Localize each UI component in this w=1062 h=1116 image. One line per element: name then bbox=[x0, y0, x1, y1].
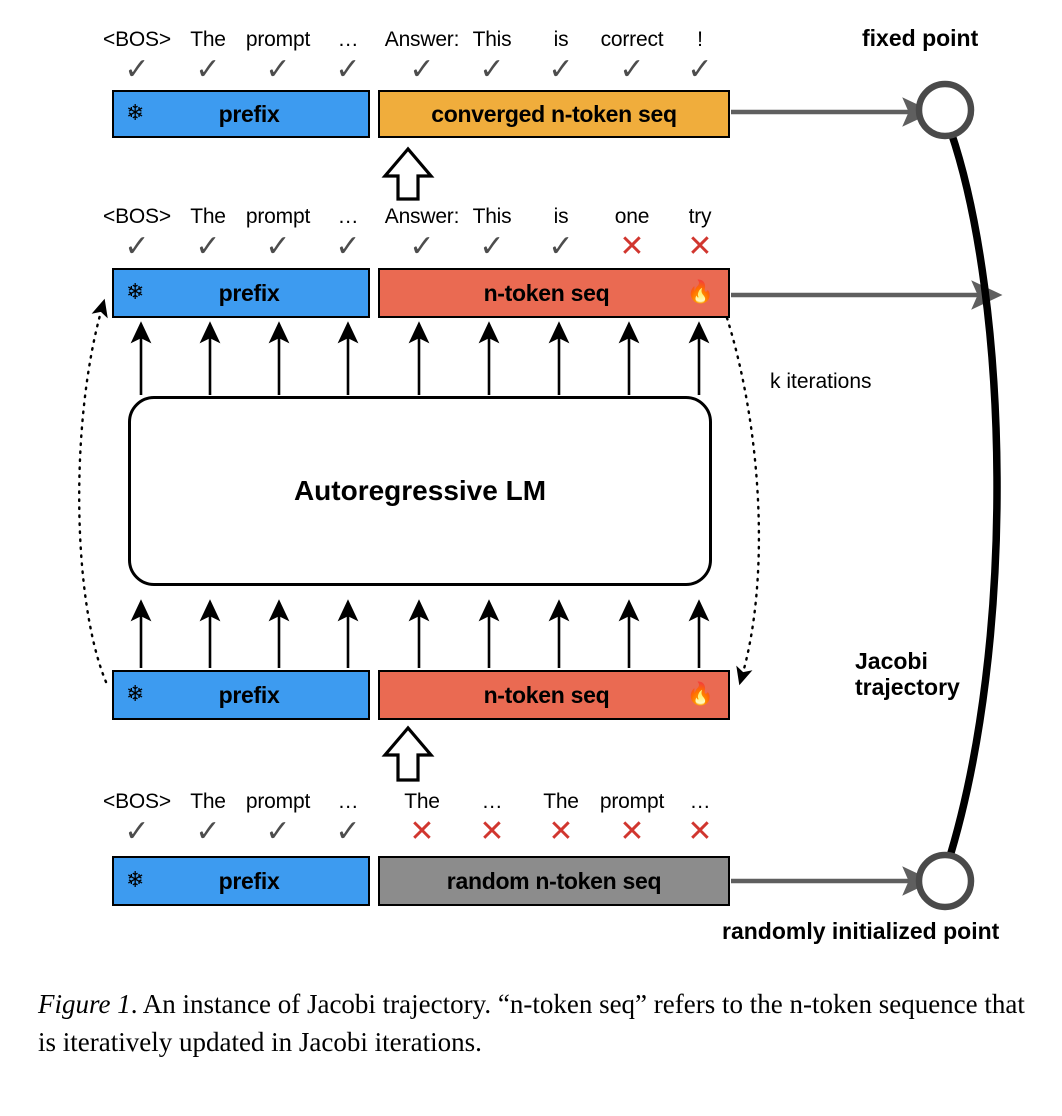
ntoken-seq-box-iteration[interactable]: n-token seq 🔥 bbox=[378, 268, 730, 318]
check-icon: ✓ bbox=[265, 229, 291, 264]
token-row-converged: <BOS> The prompt … Answer: This is corre… bbox=[0, 28, 1062, 58]
check-icon: ✓ bbox=[124, 814, 150, 849]
hollow-up-arrow-bottom bbox=[381, 725, 435, 782]
fixed-point-circle bbox=[915, 80, 975, 140]
arrows-input-to-lm bbox=[130, 599, 710, 668]
snowflake-icon: ❄ bbox=[126, 280, 145, 305]
figure-caption-text: . An instance of Jacobi trajectory. “n-t… bbox=[38, 989, 1025, 1058]
dotted-feedback-left bbox=[78, 298, 108, 684]
ntoken-seq-label: n-token seq bbox=[483, 681, 610, 708]
token-label: The bbox=[190, 790, 226, 813]
check-icon: ✓ bbox=[409, 52, 435, 87]
random-ntoken-seq-box[interactable]: random n-token seq bbox=[378, 856, 730, 906]
token-label: The bbox=[543, 790, 579, 813]
fire-icon: 🔥 bbox=[686, 280, 714, 305]
mark-row-random: ✓ ✓ ✓ ✓ ✕ ✕ ✕ ✕ ✕ bbox=[0, 817, 1062, 847]
snowflake-icon: ❄ bbox=[126, 682, 145, 707]
token-row-random: <BOS> The prompt … The … The prompt … bbox=[0, 790, 1062, 820]
check-icon: ✓ bbox=[479, 229, 505, 264]
arrows-lm-to-output bbox=[130, 321, 710, 395]
cross-icon: ✕ bbox=[619, 229, 645, 264]
mark-row-converged: ✓ ✓ ✓ ✓ ✓ ✓ ✓ ✓ ✓ bbox=[0, 55, 1062, 85]
cross-icon: ✕ bbox=[619, 814, 645, 849]
ntoken-seq-box-input[interactable]: n-token seq 🔥 bbox=[378, 670, 730, 720]
token-label: <BOS> bbox=[103, 790, 171, 813]
check-icon: ✓ bbox=[479, 52, 505, 87]
mark-row-iteration: ✓ ✓ ✓ ✓ ✓ ✓ ✓ ✕ ✕ bbox=[0, 232, 1062, 262]
check-icon: ✓ bbox=[195, 229, 221, 264]
token-label: try bbox=[688, 205, 712, 228]
random-ntoken-seq-label: random n-token seq bbox=[446, 867, 662, 894]
token-label: The bbox=[190, 205, 226, 228]
randomly-initialized-point-label: randomly initialized point bbox=[722, 918, 1000, 944]
check-icon: ✓ bbox=[124, 52, 150, 87]
prefix-box-label: prefix bbox=[218, 279, 280, 306]
cross-icon: ✕ bbox=[548, 814, 574, 849]
check-icon: ✓ bbox=[335, 814, 361, 849]
k-iterations-label: k iterations bbox=[770, 370, 872, 393]
cross-icon: ✕ bbox=[409, 814, 435, 849]
token-label: … bbox=[337, 28, 359, 51]
check-icon: ✓ bbox=[124, 229, 150, 264]
randomly-initialized-point-circle bbox=[915, 851, 975, 911]
token-label: The bbox=[404, 790, 440, 813]
fire-icon: 🔥 bbox=[686, 682, 714, 707]
cross-icon: ✕ bbox=[687, 814, 713, 849]
token-label: … bbox=[337, 790, 359, 813]
token-label: ! bbox=[697, 28, 703, 51]
prefix-box-converged-row[interactable]: ❄ prefix bbox=[112, 90, 370, 138]
cross-icon: ✕ bbox=[479, 814, 505, 849]
token-label: prompt bbox=[245, 205, 311, 228]
check-icon: ✓ bbox=[548, 52, 574, 87]
autoregressive-lm-label: Autoregressive LM bbox=[293, 475, 547, 506]
check-icon: ✓ bbox=[195, 814, 221, 849]
prefix-box-label: prefix bbox=[218, 100, 280, 127]
token-label: Answer: bbox=[384, 28, 460, 51]
prefix-box-iteration-row[interactable]: ❄ prefix bbox=[112, 268, 370, 318]
prefix-box-label: prefix bbox=[218, 681, 280, 708]
figure-number: Figure 1 bbox=[38, 989, 131, 1019]
autoregressive-lm-box[interactable]: Autoregressive LM bbox=[128, 396, 712, 586]
token-label: Answer: bbox=[384, 205, 460, 228]
token-label: correct bbox=[600, 28, 664, 51]
token-label: This bbox=[472, 205, 512, 228]
fixed-point-label: fixed point bbox=[862, 25, 979, 51]
token-label: … bbox=[689, 790, 711, 813]
dotted-feedback-right bbox=[725, 316, 761, 686]
token-label: prompt bbox=[245, 28, 311, 51]
token-label: <BOS> bbox=[103, 205, 171, 228]
prefix-box-label: prefix bbox=[218, 867, 280, 894]
token-label: <BOS> bbox=[103, 28, 171, 51]
check-icon: ✓ bbox=[335, 229, 361, 264]
cross-icon: ✕ bbox=[687, 229, 713, 264]
token-label: prompt bbox=[599, 790, 665, 813]
check-icon: ✓ bbox=[409, 229, 435, 264]
token-label: … bbox=[481, 790, 503, 813]
converged-ntoken-seq-label: converged n-token seq bbox=[431, 100, 677, 127]
check-icon: ✓ bbox=[619, 52, 645, 87]
jacobi-trajectory-label: Jacobi trajectory bbox=[855, 648, 960, 701]
converged-ntoken-seq-box[interactable]: converged n-token seq bbox=[378, 90, 730, 138]
token-label: one bbox=[614, 205, 650, 228]
token-label: … bbox=[337, 205, 359, 228]
token-label: This bbox=[472, 28, 512, 51]
token-label: is bbox=[553, 28, 569, 51]
prefix-box-random-row[interactable]: ❄ prefix bbox=[112, 856, 370, 906]
check-icon: ✓ bbox=[265, 814, 291, 849]
check-icon: ✓ bbox=[548, 229, 574, 264]
check-icon: ✓ bbox=[687, 52, 713, 87]
snowflake-icon: ❄ bbox=[126, 868, 145, 893]
check-icon: ✓ bbox=[265, 52, 291, 87]
figure-caption: Figure 1. An instance of Jacobi trajecto… bbox=[38, 985, 1028, 1062]
check-icon: ✓ bbox=[335, 52, 361, 87]
check-icon: ✓ bbox=[195, 52, 221, 87]
hollow-up-arrow-top bbox=[381, 146, 435, 201]
prefix-box-input-row[interactable]: ❄ prefix bbox=[112, 670, 370, 720]
token-row-iteration: <BOS> The prompt … Answer: This is one t… bbox=[0, 205, 1062, 235]
token-label: The bbox=[190, 28, 226, 51]
token-label: prompt bbox=[245, 790, 311, 813]
ntoken-seq-label: n-token seq bbox=[483, 279, 610, 306]
snowflake-icon: ❄ bbox=[126, 101, 145, 126]
token-label: is bbox=[553, 205, 569, 228]
